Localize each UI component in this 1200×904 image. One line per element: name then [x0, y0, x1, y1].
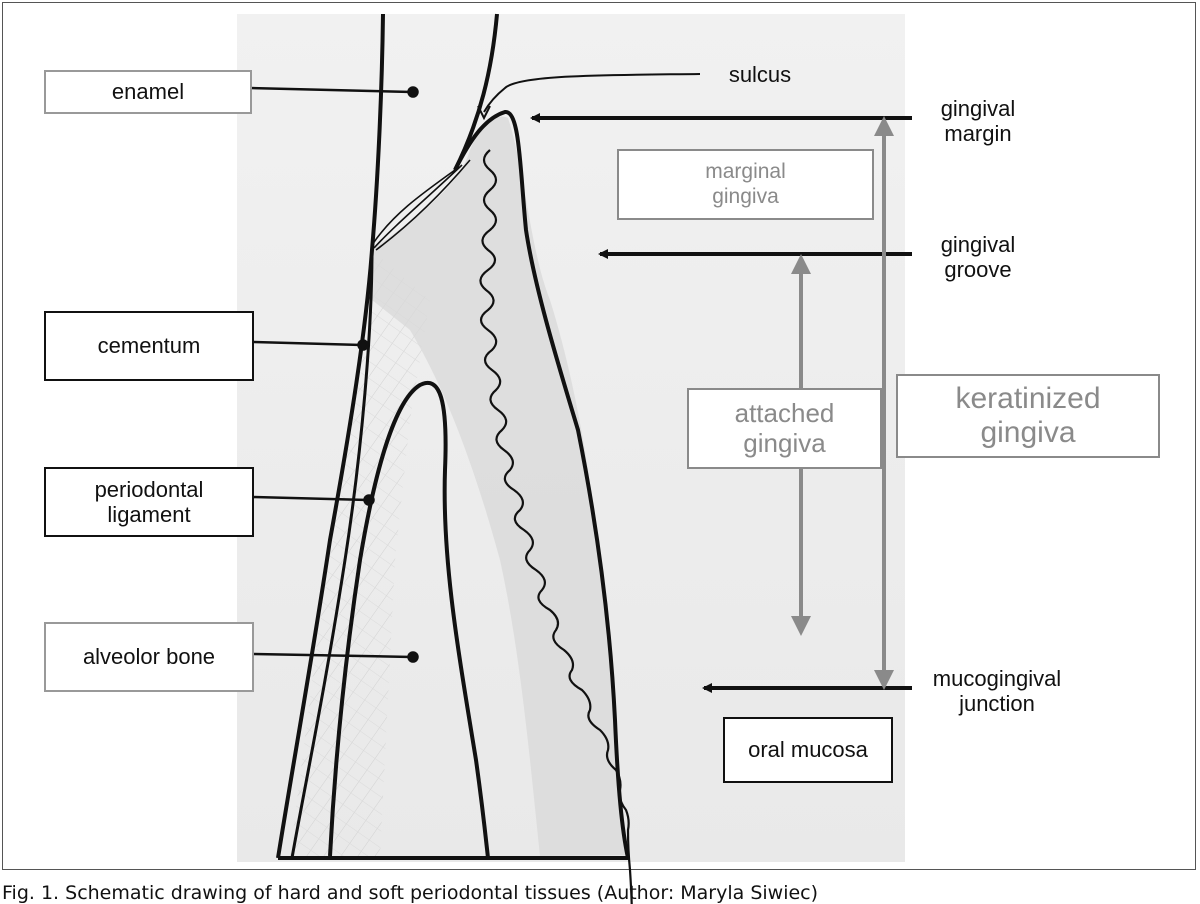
oral-mucosa-label: oral mucosa [748, 737, 868, 763]
gingival-groove-label: gingival groove [940, 232, 1016, 283]
gingival-margin-label: gingival margin [940, 96, 1016, 147]
leader-bone [253, 651, 419, 663]
figure-caption: Fig. 1. Schematic drawing of hard and so… [2, 882, 819, 904]
sulcus-pointer [483, 73, 701, 113]
epithelium-wave [479, 149, 633, 904]
keratinized-range-arrow [874, 116, 894, 690]
attached-gingiva-box: attached gingiva [687, 388, 882, 469]
periodontal-ligament-label: periodontal ligament [94, 476, 204, 527]
keratinized-gingiva-label: keratinized gingiva [955, 381, 1101, 450]
tooth-outline [276, 13, 385, 859]
sulcus-lines [371, 159, 471, 251]
cementum-label: cementum [97, 333, 201, 359]
root-line [290, 249, 374, 859]
leader-enamel [249, 86, 419, 98]
gingiva-shade [372, 116, 628, 857]
keratinized-gingiva-box: keratinized gingiva [896, 374, 1160, 458]
enamel-label: enamel [111, 79, 185, 105]
cementum-label-box: cementum [44, 311, 254, 381]
marginal-gingiva-label: marginal gingiva [705, 160, 786, 208]
leader-ligament [251, 494, 375, 506]
bone-outline [328, 381, 490, 859]
mucogingival-junction-label: mucogingival junction [932, 666, 1062, 717]
alveolar-bone-label: alveolor bone [82, 644, 216, 670]
marginal-gingiva-box: marginal gingiva [617, 149, 874, 220]
ligament-label-box: periodontal ligament [44, 467, 254, 537]
sulcus-arrowhead [477, 105, 491, 121]
sulcus-label: sulcus [728, 62, 792, 87]
enamel-label-box: enamel [44, 70, 252, 114]
gingiva-outline [453, 110, 630, 859]
oral-mucosa-box: oral mucosa [723, 717, 893, 783]
attached-gingiva-label: attached gingiva [734, 397, 835, 458]
alveolar-bone-label-box: alveolor bone [44, 622, 254, 692]
leader-cementum [253, 339, 369, 351]
